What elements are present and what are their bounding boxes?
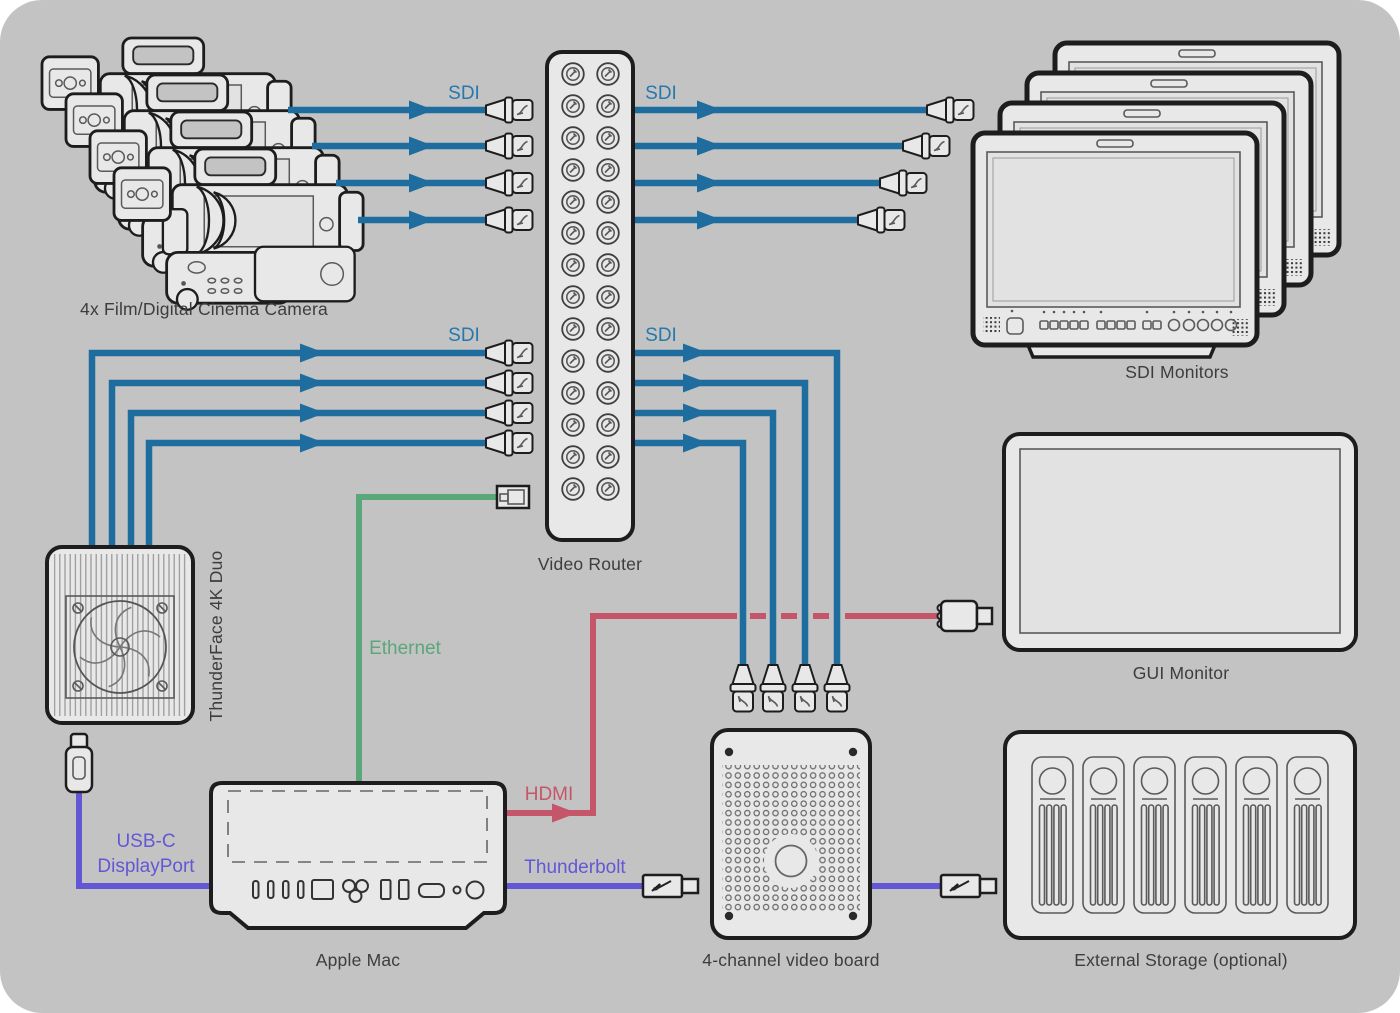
gui-monitor <box>1002 432 1358 652</box>
ethernet-line <box>356 484 531 785</box>
bnc-connector <box>729 664 757 713</box>
fan-icon <box>73 600 167 694</box>
ethernet-port-icon <box>311 879 334 900</box>
usb-a-port-icon <box>380 879 392 900</box>
video-router <box>545 50 635 542</box>
bnc-connector <box>485 96 534 124</box>
bnc-connector <box>791 664 819 713</box>
hdmi-label: HDMI <box>525 784 574 805</box>
usbc-label-line1: USB-C <box>116 831 175 852</box>
bnc-connector <box>485 399 534 427</box>
screws <box>72 602 168 692</box>
bnc-connector <box>902 132 951 160</box>
hdmi-port-icon <box>418 883 445 898</box>
bnc-connector <box>879 169 928 197</box>
sdi-thunderface-input-lines <box>88 339 534 549</box>
sdi-in-top-label: SDI <box>448 83 480 104</box>
bnc-connector <box>485 429 534 457</box>
apple-mac-label: Apple Mac <box>316 950 401 970</box>
ethernet-label: Ethernet <box>369 638 442 659</box>
gui-monitor-label: GUI Monitor <box>1133 663 1230 683</box>
external-storage <box>1003 730 1357 940</box>
bnc-connector <box>485 339 534 367</box>
rj45-connector-icon <box>495 484 531 510</box>
bnc-connector <box>857 206 906 234</box>
thunderbolt-lines <box>503 873 998 899</box>
camera-group <box>40 36 365 312</box>
sdi-out-top-label: SDI <box>645 83 677 104</box>
sdi-monitor-group <box>973 43 1339 359</box>
sdi-in-bottom-label: SDI <box>448 325 480 346</box>
sdi-monitors-label: SDI Monitors <box>1125 362 1229 382</box>
bnc-connector <box>759 664 787 713</box>
usbc-label-line2: DisplayPort <box>97 856 195 877</box>
external-storage-label: External Storage (optional) <box>1074 950 1288 970</box>
bnc-connector <box>485 206 534 234</box>
mac-ports <box>252 879 485 903</box>
usbc-plug-icon <box>64 732 94 794</box>
thunderbolt-connector-icon <box>641 873 700 899</box>
sdi-camera-input-lines <box>288 96 534 234</box>
thunderbolt-connector-icon <box>939 873 998 899</box>
hdmi-plug-icon <box>936 599 994 633</box>
usbc-displayport-line <box>64 732 215 889</box>
apple-mac <box>209 781 507 930</box>
cameras-label: 4x Film/Digital Cinema Camera <box>80 299 328 319</box>
video-board-label: 4-channel video board <box>702 950 879 970</box>
bnc-connector <box>823 664 851 713</box>
sdi-board-output-lines <box>630 343 851 713</box>
sdi-monitor-1 <box>973 133 1257 345</box>
thunderface-4k-duo <box>45 545 195 725</box>
video-board <box>710 728 872 940</box>
power-button-icon <box>465 880 485 900</box>
thunderface-label: ThunderFace 4K Duo <box>206 551 226 722</box>
audio-jack-icon <box>452 885 462 895</box>
bnc-connector <box>485 369 534 397</box>
monitor-controls <box>983 309 1238 335</box>
hdmi-line <box>503 599 994 823</box>
bnc-connector <box>926 96 975 124</box>
bnc-connector <box>485 169 534 197</box>
bnc-connector <box>485 132 534 160</box>
usb-a-port-icon <box>398 879 410 900</box>
thunderbolt-label: Thunderbolt <box>524 857 626 878</box>
video-router-label: Video Router <box>538 554 642 574</box>
sdi-out-bottom-label: SDI <box>645 325 677 346</box>
sdi-monitor-output-lines <box>630 96 975 234</box>
power-inlet-icon <box>342 879 369 903</box>
